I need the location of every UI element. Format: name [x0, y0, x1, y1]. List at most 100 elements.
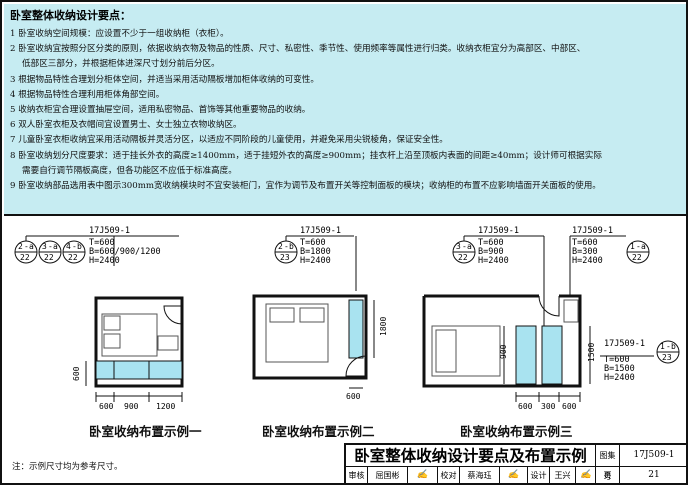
cabinet-spec: 17J509-1 T=600 B=300 H=2400	[572, 226, 613, 266]
dim-label: 300	[541, 402, 556, 411]
svg-text:a: a	[467, 242, 472, 251]
svg-text:-: -	[72, 242, 77, 251]
sheet-title: 卧室整体收纳设计要点及布置示例	[346, 445, 596, 467]
dim-label: 600	[99, 402, 114, 411]
cabinet-spec: 17J509-1 T=600 B=1500 H=2400	[604, 339, 645, 383]
note-line: 2 卧室收纳宜按照分区分类的原则，依据收纳衣物及物品的性质、尺寸、私密性、季节性…	[10, 44, 586, 55]
note-line: 需要自行调节隔板高度，但各功能区不应低于标准高度。	[22, 165, 237, 176]
dim-label: 600	[562, 402, 577, 411]
dim-label: 900	[499, 344, 508, 359]
svg-text:b: b	[671, 342, 676, 351]
svg-text:H=2400: H=2400	[572, 256, 603, 266]
svg-text:H=2400: H=2400	[604, 373, 635, 383]
svg-text:-: -	[48, 242, 53, 251]
note-line: 6 双人卧室衣柜及衣帽间宜设置男士、女士独立衣物收纳区。	[10, 120, 242, 131]
example-3-caption: 卧室收纳布置示例三	[460, 424, 573, 439]
svg-text:T=600: T=600	[604, 355, 630, 365]
svg-text:B=1800: B=1800	[300, 247, 331, 257]
footnote: 注：示例尺寸均为参考尺寸。	[12, 462, 123, 472]
note-line: 1 卧室收纳空间规模：应设置不少于一组收纳柜（衣柜）。	[10, 29, 229, 39]
svg-text:b: b	[289, 242, 294, 251]
svg-text:B=1500: B=1500	[604, 364, 635, 374]
svg-text:23: 23	[280, 253, 290, 262]
svg-text:T=600: T=600	[89, 238, 115, 248]
dim-label: 600	[518, 402, 533, 411]
example-2-caption: 卧室收纳布置示例二	[262, 424, 375, 439]
index-symbol: 2-b 23	[274, 240, 298, 264]
svg-text:17J509-1: 17J509-1	[572, 226, 613, 236]
svg-text:T=600: T=600	[300, 238, 326, 248]
svg-text:23: 23	[662, 353, 672, 362]
note-line: 5 收纳衣柜宜合理设置抽屉空间，适用私密物品、首饰等其他重要物品的收纳。	[10, 105, 311, 116]
cabinet-spec: 17J509-1 T=600 B=600/900/1200 H=2400	[89, 226, 161, 266]
example-1-plan: 2-a 22 3-a 22 4-b 22 17J509-1 T=600	[14, 226, 184, 411]
svg-text:3: 3	[42, 242, 47, 251]
index-symbol: 3-a 22	[452, 240, 476, 264]
atlas-number: 17J509-1	[620, 445, 688, 467]
svg-text:T=600: T=600	[572, 238, 598, 248]
svg-text:2: 2	[18, 242, 23, 251]
design-notes-panel: 卧室整体收纳设计要点： 1 卧室收纳空间规模：应设置不少于一组收纳柜（衣柜）。 …	[4, 4, 686, 216]
svg-text:-: -	[636, 242, 641, 251]
svg-text:4: 4	[66, 242, 71, 251]
svg-text:22: 22	[68, 253, 78, 262]
index-symbol: 2-a 22	[14, 240, 38, 264]
svg-text:22: 22	[44, 253, 54, 262]
svg-text:1: 1	[630, 242, 635, 251]
svg-text:H=2400: H=2400	[478, 256, 509, 266]
svg-text:T=600: T=600	[478, 238, 504, 248]
svg-text:-: -	[462, 242, 467, 251]
index-symbol: 3-a 22	[38, 240, 62, 264]
check-label: 校对	[438, 467, 460, 485]
svg-text:2: 2	[278, 242, 283, 251]
notes-title: 卧室整体收纳设计要点：	[10, 9, 131, 22]
checker-name: 蔡海珏	[460, 467, 500, 485]
svg-text:a: a	[29, 242, 34, 251]
dim-label: 1800	[379, 317, 388, 336]
svg-text:B=600/900/1200: B=600/900/1200	[89, 247, 161, 257]
atlas-number-label: 图集号	[596, 445, 620, 481]
floor-plans-svg: 2-a 22 3-a 22 4-b 22 17J509-1 T=600	[14, 226, 680, 411]
example-1-caption: 卧室收纳布置示例一	[89, 424, 202, 439]
designer-name: 王兴	[550, 467, 576, 485]
dim-label: 600	[72, 366, 81, 381]
svg-text:H=2400: H=2400	[300, 256, 331, 266]
wardrobe	[348, 299, 364, 359]
dim-label: 1500	[587, 343, 596, 362]
wardrobe	[95, 360, 183, 380]
note-line: 低部区三部分，并根据柜体进深尺寸划分前后分区。	[22, 59, 220, 70]
note-line: 7 儿童卧室衣柜收纳宜采用活动隔板并灵活分区，以适应不同阶段的儿童使用，并避免采…	[10, 135, 448, 146]
wardrobe	[515, 325, 537, 385]
svg-text:-: -	[24, 242, 29, 251]
cabinet-spec: 17J509-1 T=600 B=1800 H=2400	[300, 226, 341, 266]
note-line: 3 根据物品特性合理划分柜体空间，并适当采用活动隔板增加柜体收纳的可变性。	[10, 74, 319, 85]
note-line: 8 卧室收纳划分尺度要求：适于挂长外衣的高度≥1400mm，适于挂短外衣的高度≥…	[10, 150, 602, 161]
cabinet-spec: 17J509-1 T=600 B=900 H=2400	[478, 226, 519, 266]
design-label: 设计	[528, 467, 550, 485]
reviewer-signature: ✍	[408, 467, 438, 485]
svg-text:B=300: B=300	[572, 247, 598, 257]
reviewer-name: 屈国彬	[368, 467, 408, 485]
svg-text:B=900: B=900	[478, 247, 504, 257]
svg-text:a: a	[53, 242, 58, 251]
svg-text:-: -	[666, 342, 671, 351]
svg-text:-: -	[284, 242, 289, 251]
dim-label: 1200	[156, 402, 175, 411]
door-swing	[345, 355, 367, 377]
designer-signature: ✍	[580, 470, 592, 480]
svg-text:1: 1	[660, 342, 665, 351]
svg-text:b: b	[77, 242, 82, 251]
page-number: 21	[648, 470, 660, 480]
example-2-plan: 2-b 23 17J509-1 T=600 B=1800 H=2400 1800	[252, 226, 388, 401]
svg-text:17J509-1: 17J509-1	[89, 226, 130, 236]
index-symbol: 1-a 22	[626, 240, 650, 264]
note-line: 9 卧室收纳部品选用表中图示300mm宽收纳模块时不宜安装柜门，宜作为调节及布置…	[10, 181, 601, 192]
svg-text:3: 3	[456, 242, 461, 251]
svg-text:22: 22	[632, 253, 642, 262]
wardrobe	[541, 325, 563, 385]
title-block: 卧室整体收纳设计要点及布置示例 图集号 17J509-1 页 21 审核 屈国彬…	[344, 443, 688, 485]
page-label: 页	[596, 467, 620, 485]
svg-text:17J509-1: 17J509-1	[300, 226, 341, 236]
signature-row: 审核 屈国彬 ✍ 校对 蔡海珏 ✍ 设计 王兴 ✍	[346, 467, 596, 485]
